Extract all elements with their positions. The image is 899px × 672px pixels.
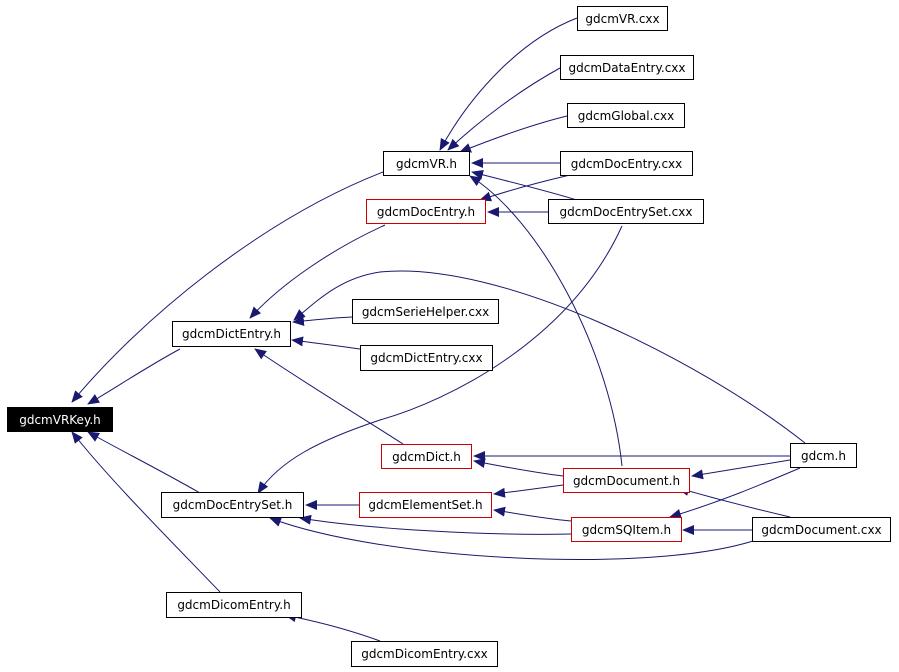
node-gdcmdocentry-h[interactable]: gdcmDocEntry.h — [366, 199, 486, 224]
node-gdcmvr-cxx[interactable]: gdcmVR.cxx — [577, 6, 668, 31]
node-gdcmdictentry-cxx[interactable]: gdcmDictEntry.cxx — [360, 345, 493, 371]
node-gdcmvrkey-h: gdcmVRKey.h — [7, 407, 113, 432]
node-gdcmelementset-h[interactable]: gdcmElementSet.h — [359, 492, 492, 518]
edge-docentryset-h-to-vrkey — [87, 431, 201, 494]
edge-docentry-cxx-to-docentry-h — [479, 174, 571, 202]
edge-docentry-h-to-dictentry-h — [249, 224, 386, 319]
edge-sqitem-h-to-elementset-h — [493, 506, 572, 522]
node-gdcmdict-h[interactable]: gdcmDict.h — [381, 444, 472, 469]
edge-document-cxx-to-docentryset-h — [269, 517, 757, 560]
node-gdcmsqitem-h[interactable]: gdcmSQItem.h — [571, 517, 682, 542]
edge-dicomentry-cxx-to-dicomentry-h — [284, 612, 381, 642]
edge-dictentry-h-to-vrkey — [87, 348, 181, 405]
node-gdcmvr-h[interactable]: gdcmVR.h — [383, 151, 470, 176]
node-gdcmseriehelper-cxx[interactable]: gdcmSerieHelper.cxx — [352, 299, 499, 324]
edge-dicomentry-h-to-vrkey — [71, 431, 221, 593]
node-gdcmglobal-cxx[interactable]: gdcmGlobal.cxx — [567, 103, 685, 128]
edge-docentryset-cxx-to-docentryset-h — [257, 225, 623, 494]
edge-seriehelper-cxx-to-dictentry-h — [292, 316, 353, 326]
edge-vr-cxx-to-vr-h — [439, 17, 578, 151]
node-gdcmdataentry-cxx[interactable]: gdcmDataEntry.cxx — [560, 55, 694, 80]
edge-dataentry-cxx-to-vr-h — [447, 67, 561, 151]
node-gdcmdocentry-cxx[interactable]: gdcmDocEntry.cxx — [560, 151, 693, 176]
edge-gdcm-h-to-dictentry-h — [293, 270, 806, 444]
edge-document-cxx-to-document-h — [677, 486, 791, 518]
edge-dictentry-cxx-to-dictentry-h — [291, 336, 361, 350]
node-gdcmdocument-cxx[interactable]: gdcmDocument.cxx — [752, 517, 891, 542]
node-gdcmdicomentry-h[interactable]: gdcmDicomEntry.h — [166, 592, 302, 618]
edge-sqitem-h-to-docentryset-h — [299, 514, 572, 535]
node-gdcmdocument-h[interactable]: gdcmDocument.h — [563, 468, 690, 493]
node-gdcmdictentry-h[interactable]: gdcmDictEntry.h — [172, 321, 291, 347]
edge-dict-h-to-dictentry-h — [254, 348, 404, 445]
node-gdcmdocentryset-h[interactable]: gdcmDocEntrySet.h — [161, 492, 304, 518]
node-gdcmdocentryset-cxx[interactable]: gdcmDocEntrySet.cxx — [548, 199, 704, 224]
edge-gdcm-h-to-sqitem-h — [669, 467, 801, 519]
edge-gdcm-h-to-document-h — [691, 459, 791, 480]
edge-document-h-to-dict-h — [473, 458, 564, 477]
edge-global-cxx-to-vr-h — [459, 115, 568, 153]
edge-document-h-to-elementset-h — [493, 484, 564, 498]
edge-document-h-to-vr-h — [469, 175, 623, 467]
node-gdcmdicomentry-cxx[interactable]: gdcmDicomEntry.cxx — [351, 641, 498, 667]
edge-vr-h-to-vrkey — [71, 171, 384, 403]
node-gdcm-h[interactable]: gdcm.h — [790, 443, 857, 468]
